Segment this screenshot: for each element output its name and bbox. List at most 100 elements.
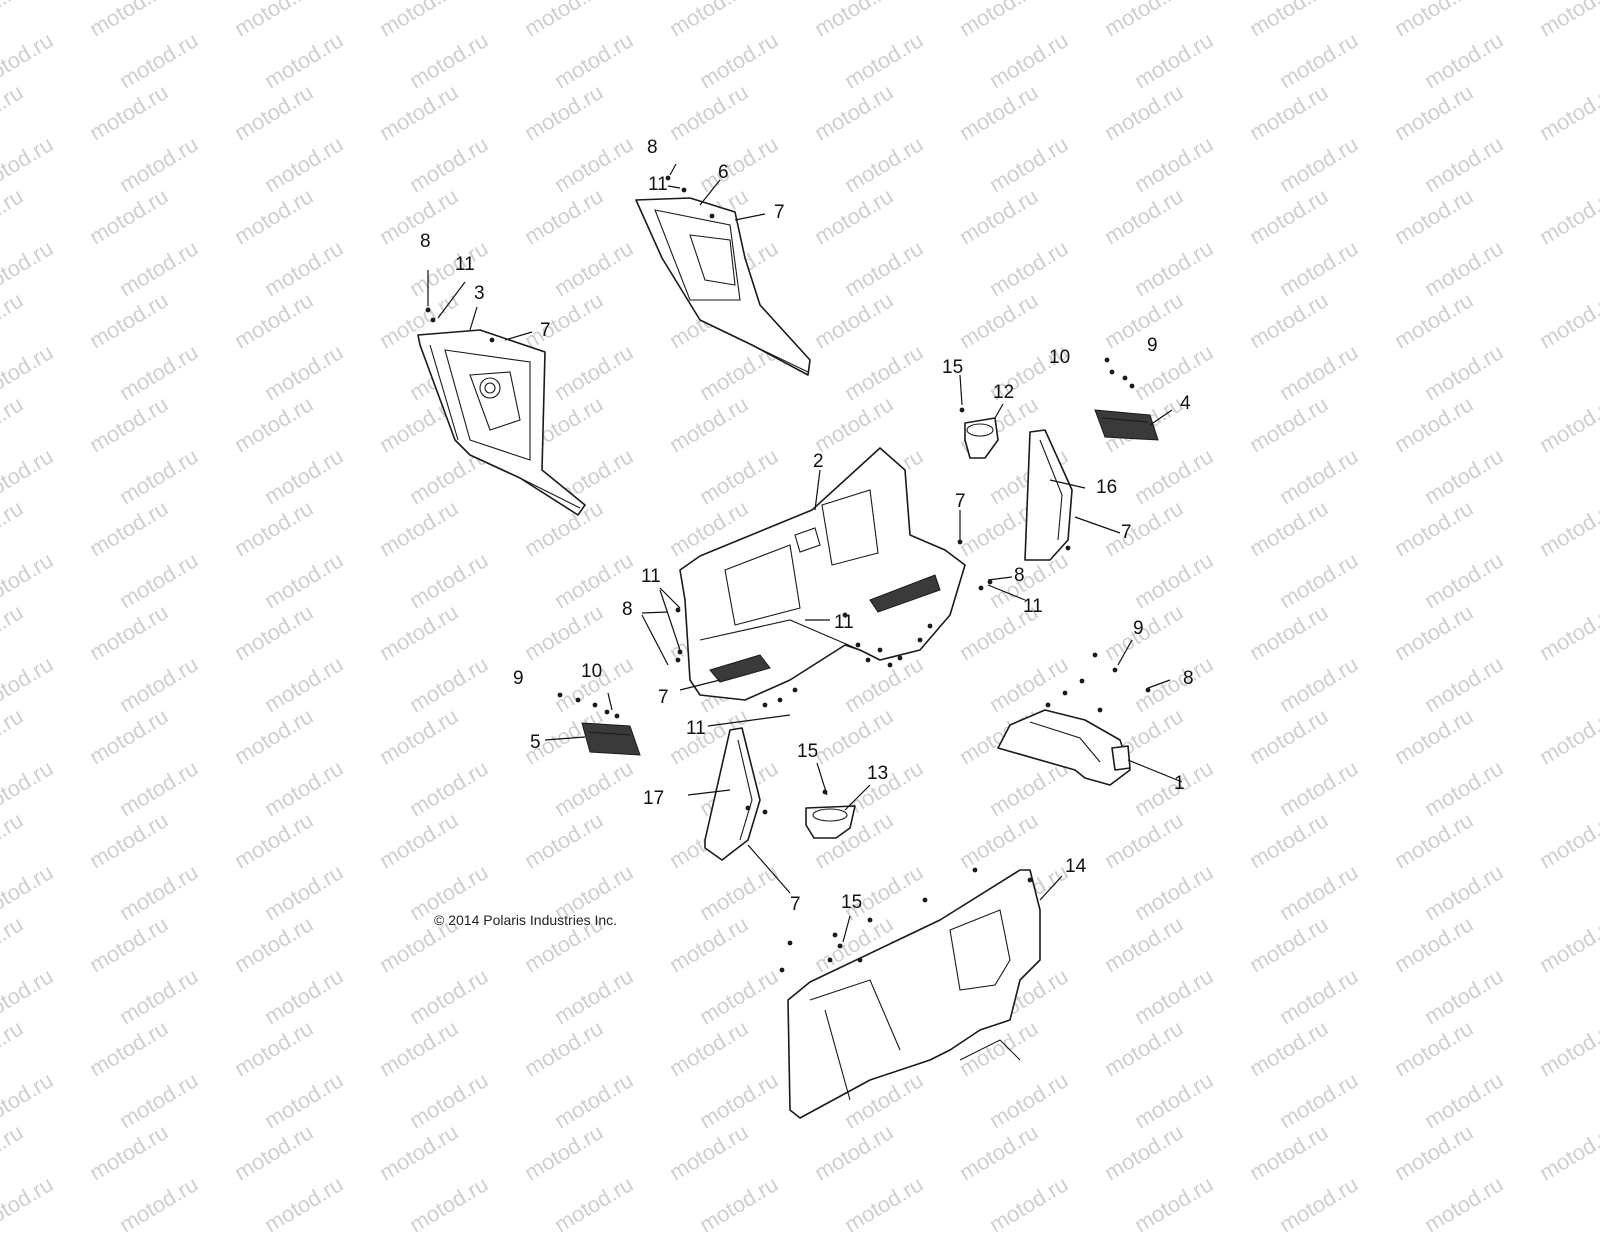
part-17-pillar-trim-left: [704, 727, 761, 861]
fastener-dot: [922, 897, 928, 903]
callout-10: 10: [581, 661, 603, 682]
part-14-front-floor-panel: [787, 869, 1041, 1119]
fastener-dot: [917, 637, 923, 643]
fastener-dot: [1109, 369, 1115, 375]
fastener-dot: [1045, 702, 1051, 708]
callout-10: 10: [1049, 347, 1071, 368]
part-2-rear-floor-panel: [679, 447, 966, 701]
callout-11: 11: [1023, 596, 1043, 617]
callout-14: 14: [1065, 856, 1087, 877]
callout-12: 12: [993, 382, 1015, 403]
fastener-dot: [489, 337, 495, 343]
callout-7: 7: [774, 202, 785, 223]
fastener-dot: [822, 789, 828, 795]
callout-4: 4: [1180, 393, 1191, 414]
callout-13: 13: [867, 763, 889, 784]
callout-7: 7: [955, 491, 966, 512]
callout-2: 2: [813, 451, 824, 472]
fastener-dot: [777, 697, 783, 703]
part-5-hinge-left: [581, 722, 641, 756]
fastener-dot: [675, 607, 681, 613]
fastener-dot: [927, 623, 933, 629]
fastener-dot: [897, 655, 903, 661]
fastener-dot: [665, 175, 671, 181]
fastener-dot: [827, 957, 833, 963]
part-1-footwell-right: [997, 709, 1131, 786]
callout-11: 11: [455, 254, 475, 275]
callout-15: 15: [942, 357, 964, 378]
fastener-dot: [832, 932, 838, 938]
callout-9: 9: [1147, 335, 1158, 356]
fastener-dot: [972, 867, 978, 873]
part-12-cup-holder-right: [964, 417, 999, 459]
callout-9: 9: [513, 668, 524, 689]
fastener-dot: [1079, 678, 1085, 684]
callout-11: 11: [686, 718, 706, 739]
fastener-dot: [987, 579, 993, 585]
part-6-door-panel-right: [635, 197, 811, 376]
part-3-door-panel-left: [417, 329, 586, 516]
fastener-dot: [1092, 652, 1098, 658]
fastener-dot: [1145, 687, 1151, 693]
callout-15: 15: [841, 892, 863, 913]
callout-6: 6: [718, 162, 729, 183]
diagram-art: [417, 163, 1183, 1119]
copyright-notice: © 2014 Polaris Industries Inc.: [434, 912, 618, 928]
fastener-dot: [887, 662, 893, 668]
callout-5: 5: [530, 732, 541, 753]
fastener-dot: [614, 713, 620, 719]
callout-9: 9: [1133, 618, 1144, 639]
callout-8: 8: [1014, 565, 1025, 586]
callout-7: 7: [658, 687, 669, 708]
leader-lines: [427, 163, 1183, 943]
fastener-dot: [1027, 877, 1033, 883]
part-13-cup-holder-left: [805, 805, 856, 839]
fastener-dot: [867, 917, 873, 923]
callout-11: 11: [641, 566, 661, 587]
fastener-dot: [1097, 707, 1103, 713]
callout-7: 7: [790, 894, 801, 915]
callout-17: 17: [643, 788, 665, 809]
callout-7: 7: [1121, 522, 1132, 543]
fastener-dot: [959, 407, 965, 413]
fastener-dot: [865, 657, 871, 663]
fastener-dot: [745, 805, 751, 811]
callout-7: 7: [540, 320, 551, 341]
callout-8: 8: [622, 599, 633, 620]
part-4-hinge-right: [1094, 409, 1159, 441]
callout-8: 8: [647, 137, 658, 158]
fastener-dot: [675, 657, 681, 663]
callout-16: 16: [1096, 477, 1118, 498]
fastener-dot: [978, 585, 984, 591]
callout-8: 8: [1183, 668, 1194, 689]
fastener-dot: [877, 647, 883, 653]
fastener-dot: [430, 317, 436, 323]
fastener-dot: [1112, 667, 1118, 673]
fastener-dot: [957, 539, 963, 545]
fastener-dot: [1122, 375, 1128, 381]
fasteners: [425, 175, 1151, 973]
fastener-dot: [557, 692, 563, 698]
fastener-dot: [677, 649, 683, 655]
fastener-dot: [842, 612, 848, 618]
fastener-dot: [709, 213, 715, 219]
fastener-dot: [762, 809, 768, 815]
fastener-dot: [1065, 545, 1071, 551]
callout-1: 1: [1174, 773, 1185, 794]
part-16-pillar-trim-right: [1024, 429, 1073, 561]
fastener-dot: [425, 307, 431, 313]
fastener-dot: [604, 709, 610, 715]
callout-15: 15: [797, 741, 819, 762]
fastener-dot: [779, 967, 785, 973]
fastener-dot: [681, 187, 687, 193]
callout-11: 11: [834, 612, 854, 633]
fastener-dot: [787, 940, 793, 946]
fastener-dot: [1129, 383, 1135, 389]
callout-11: 11: [648, 174, 668, 195]
callout-3: 3: [474, 283, 485, 304]
fastener-dot: [592, 702, 598, 708]
fastener-dot: [575, 697, 581, 703]
fastener-dot: [792, 687, 798, 693]
fastener-dot: [762, 702, 768, 708]
